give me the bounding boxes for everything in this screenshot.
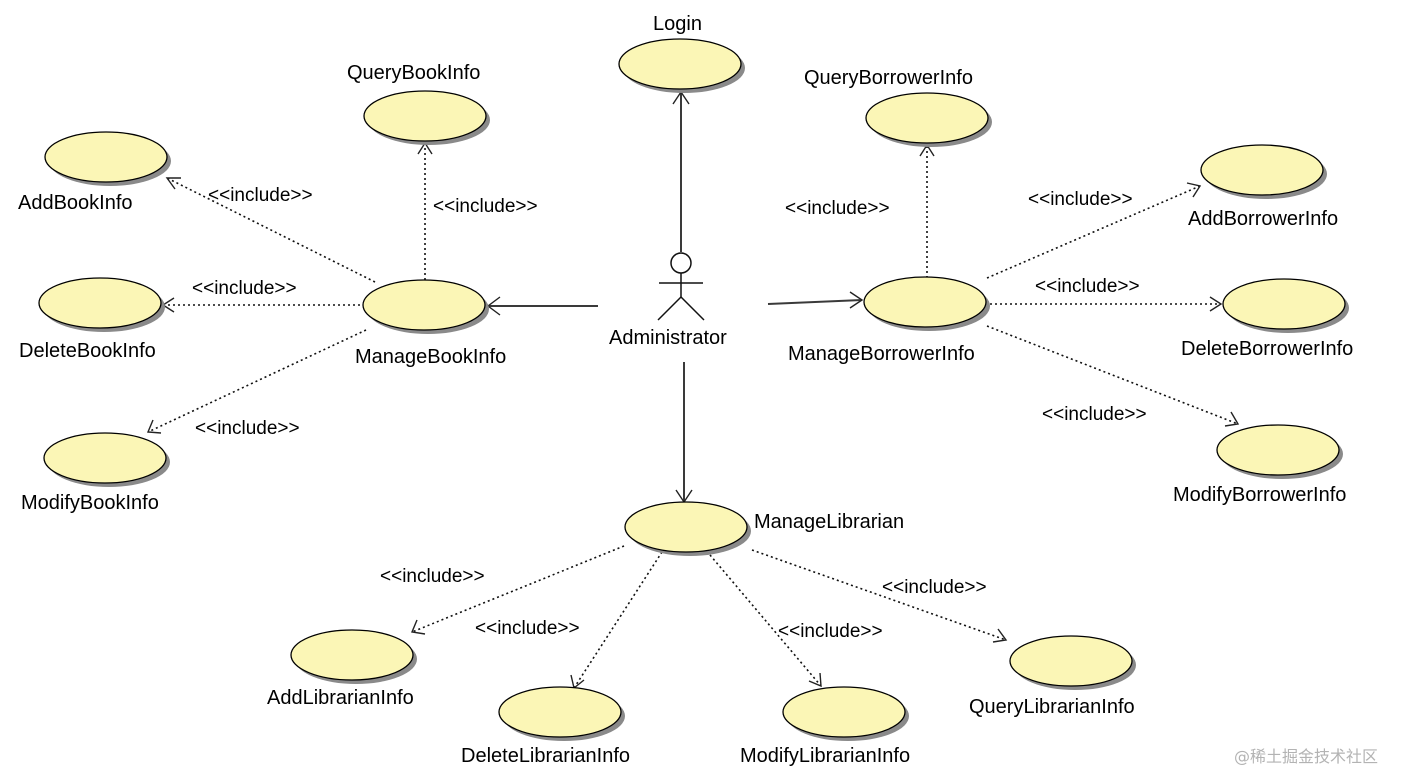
use-case-label-deletelibrarianinfo: DeleteLibrarianInfo xyxy=(461,745,630,767)
use-case-label-modifybookinfo: ModifyBookInfo xyxy=(21,492,159,514)
include-relation-querylibrarianinfo xyxy=(751,549,1008,643)
include-relation-modifyborrowerinfo xyxy=(986,325,1240,427)
include-label-modifybookinfo: <<include>> xyxy=(195,418,300,439)
use-case-manageborrowerinfo xyxy=(863,276,990,331)
actor-administrator xyxy=(657,252,705,321)
include-label-addborrowerinfo: <<include>> xyxy=(1028,189,1133,210)
include-relation-addborrowerinfo xyxy=(986,182,1202,279)
use-case-addbookinfo xyxy=(44,131,171,186)
actor-head xyxy=(670,252,692,274)
use-case-addborrowerinfo xyxy=(1200,144,1327,199)
use-case-deletebookinfo xyxy=(38,277,165,332)
include-label-querybookinfo: <<include>> xyxy=(433,196,538,217)
include-label-modifyborrowerinfo: <<include>> xyxy=(1042,404,1147,425)
use-case-label-manageborrowerinfo: ManageBorrowerInfo xyxy=(788,343,975,365)
association-admin-login xyxy=(672,90,690,252)
include-relation-deleteborrowerinfo xyxy=(990,296,1223,312)
use-case-label-queryborrowerinfo: QueryBorrowerInfo xyxy=(804,67,973,89)
include-label-modifylibrarianinfo: <<include>> xyxy=(778,621,883,642)
use-case-label-addlibrarianinfo: AddLibrarianInfo xyxy=(267,687,414,709)
use-case-label-deletebookinfo: DeleteBookInfo xyxy=(19,340,156,362)
use-case-modifylibrarianinfo xyxy=(782,686,909,741)
include-label-querylibrarianinfo: <<include>> xyxy=(882,577,987,598)
use-case-label-login: Login xyxy=(653,13,702,35)
use-case-label-managebookinfo: ManageBookInfo xyxy=(355,346,506,368)
use-case-label-modifyborrowerinfo: ModifyBorrowerInfo xyxy=(1173,484,1346,506)
use-case-deleteborrowerinfo xyxy=(1222,278,1349,333)
include-relation-querybookinfo xyxy=(417,141,433,280)
use-case-addlibrarianinfo xyxy=(290,629,417,684)
use-case-label-addbookinfo: AddBookInfo xyxy=(18,192,133,214)
use-case-managebookinfo xyxy=(362,279,489,334)
include-relation-deletelibrarianinfo xyxy=(570,551,663,690)
actor-label-administrator: Administrator xyxy=(609,327,727,349)
use-case-login xyxy=(618,38,745,93)
use-case-queryborrowerinfo xyxy=(865,92,992,147)
watermark-text: @稀土掘金技术社区 xyxy=(1234,747,1378,766)
use-case-modifyborrowerinfo xyxy=(1216,424,1343,479)
use-case-label-deleteborrowerinfo: DeleteBorrowerInfo xyxy=(1181,338,1353,360)
use-case-querybookinfo xyxy=(363,90,490,145)
include-relation-modifylibrarianinfo xyxy=(709,554,822,688)
use-case-label-managelibrarian: ManageLibrarian xyxy=(754,511,904,533)
use-case-modifybookinfo xyxy=(43,432,170,487)
include-relation-deletebookinfo xyxy=(161,297,360,313)
use-case-label-querylibrarianinfo: QueryLibrarianInfo xyxy=(969,696,1135,718)
association-admin-managebookinfo xyxy=(486,296,598,316)
include-relation-queryborrowerinfo xyxy=(919,143,935,278)
use-case-label-querybookinfo: QueryBookInfo xyxy=(347,62,480,84)
include-relation-addbookinfo xyxy=(165,177,376,283)
include-label-queryborrowerinfo: <<include>> xyxy=(785,198,890,219)
association-admin-manageborrowerinfo xyxy=(767,291,864,309)
include-relation-modifybookinfo xyxy=(146,329,367,434)
use-case-managelibrarian xyxy=(624,501,751,556)
use-case-querylibrarianinfo xyxy=(1009,635,1136,690)
use-case-deletelibrarianinfo xyxy=(498,686,625,741)
include-label-deletebookinfo: <<include>> xyxy=(192,278,297,299)
include-label-addbookinfo: <<include>> xyxy=(208,185,313,206)
association-admin-managelibrarian xyxy=(675,362,693,504)
include-label-deleteborrowerinfo: <<include>> xyxy=(1035,276,1140,297)
include-label-deletelibrarianinfo: <<include>> xyxy=(475,618,580,639)
include-relation-addlibrarianinfo xyxy=(411,545,625,635)
use-case-label-modifylibrarianinfo: ModifyLibrarianInfo xyxy=(740,745,910,767)
use-case-label-addborrowerinfo: AddBorrowerInfo xyxy=(1188,208,1338,230)
include-label-addlibrarianinfo: <<include>> xyxy=(380,566,485,587)
